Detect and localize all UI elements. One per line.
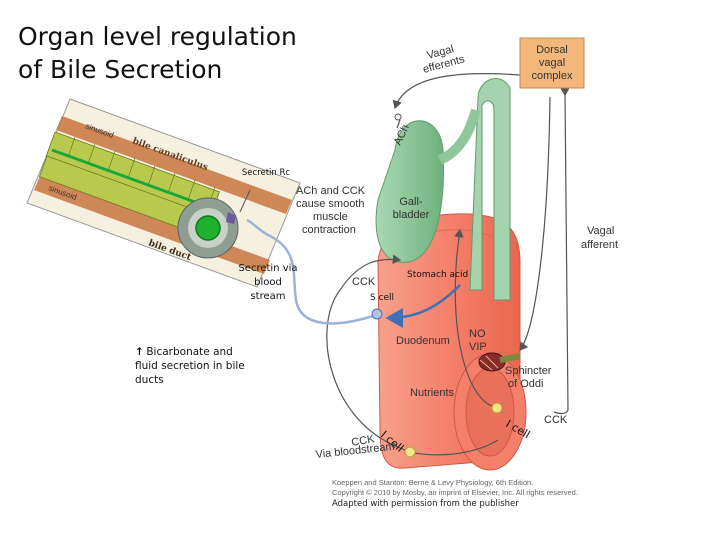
stomach-acid-arrow [385,284,461,328]
title-line-1: Organ level regulation [18,22,297,51]
sphincter-of-oddi [478,352,521,372]
cck-upper-label: CCK [352,276,376,288]
adapted-note: Adapted with permission from the publish… [332,499,519,509]
bicarbonate-note: ↑ Bicarbonate and fluid secretion in bil… [135,345,253,387]
s-cell-label: S cell [370,293,394,303]
bile-duct [177,197,239,259]
copyright-block: Koeppen and Stanton: Berne & Levy Physio… [332,478,578,498]
secretin-rc-label: Secretin Rc [242,168,291,178]
ach-node [394,113,402,121]
stomach-acid-label: Stomach acid [407,270,468,280]
duodenum [377,213,527,471]
title-line-2: of Bile Secretion [18,55,223,84]
credit-line-1: Koeppen and Stanton: Berne & Levy Physio… [332,478,534,487]
vip-label: VIP [469,341,487,353]
nutrients-label: Nutrients [410,387,455,399]
cck-lower-label: CCK [350,433,376,449]
credit-line-2: Copyright © 2010 by Mosby, an imprint of… [332,488,578,497]
duodenum-label: Duodenum [396,335,450,347]
dorsal-line-3: complex [532,70,573,82]
s-cell-marker [371,308,383,320]
dorsal-line-1: Dorsal [536,44,568,56]
dorsal-line-2: vagal [539,57,565,69]
i-cell-marker-left [404,446,416,458]
i-cell-marker-right [491,402,503,414]
gallbladder-line-2: bladder [393,209,430,221]
secretin-blood-line-2: blood [254,277,282,288]
ach-cck-line-2: cause smooth [296,198,364,210]
secretin-blood-line [246,218,377,325]
sphincter-line-1: Sphincter [505,365,552,377]
vagal-afferent-line-2: afferent [581,239,618,251]
vagal-afferent-line-1: Vagal [587,225,614,237]
gallbladder-line-1: Gall- [399,196,423,208]
signal-pathways [326,73,570,456]
ach-cck-line-1: ACh and CCK [296,185,366,197]
liver-inset: sinusoid bile canaliculus sinusoid bile … [26,98,301,288]
gallbladder [375,78,511,301]
cck-right-label: CCK [544,414,568,426]
ach-cck-line-4: contraction [302,224,356,236]
up-arrow-icon: ↑ [135,346,144,358]
secretin-blood-line-3: stream [250,291,285,302]
bicarbonate-note-text: Bicarbonate and fluid secretion in bile … [135,346,245,386]
secretin-blood-line-1: Secretin via [238,263,297,274]
ach-cck-line-3: muscle [313,211,348,223]
sphincter-line-2: of Oddi [508,378,543,390]
no-label: NO [469,328,486,340]
dorsal-vagal-complex-box: Dorsal vagal complex [519,37,585,89]
secretin-rc-pointer [239,189,251,213]
slide-title: Organ level regulation of Bile Secretion [18,20,297,86]
